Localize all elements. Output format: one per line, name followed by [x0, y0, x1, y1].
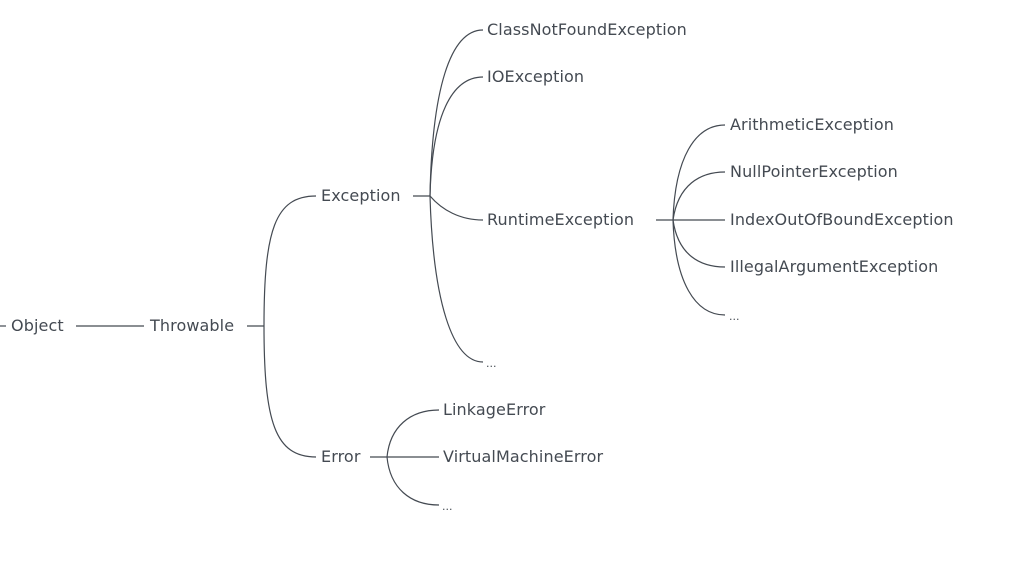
connector-throwable-exception	[263, 195, 317, 327]
node-exception-ellipsis: ...	[486, 357, 497, 370]
connector-exception-runtime	[429, 195, 484, 221]
connector-runtime-ellipsis	[672, 219, 726, 316]
node-exception: Exception	[321, 186, 401, 205]
connector-error-ellipsis	[386, 456, 440, 506]
node-throwable: Throwable	[150, 316, 235, 335]
node-linkageerror: LinkageError	[443, 400, 546, 419]
node-illegalargumentexception: IllegalArgumentException	[730, 257, 939, 276]
node-error-ellipsis: ...	[442, 500, 453, 513]
connector-exception-ellipsis	[429, 195, 484, 363]
connector-exception-ioexception	[429, 76, 484, 197]
connector-throwable-error	[263, 325, 317, 458]
node-runtime-ellipsis: ...	[729, 310, 740, 323]
node-object: Object	[11, 316, 64, 335]
node-classnotfoundexception: ClassNotFoundException	[487, 20, 687, 39]
connector-runtime-nullpointer	[672, 171, 726, 221]
connector-runtime-illegalargument	[672, 219, 726, 268]
connector-error-linkage	[386, 409, 440, 458]
connector-runtime-arithmetic	[672, 124, 726, 221]
node-arithmeticexception: ArithmeticException	[730, 115, 894, 134]
node-nullpointerexception: NullPointerException	[730, 162, 898, 181]
node-indexoutofboundexception: IndexOutOfBoundException	[730, 210, 954, 229]
node-virtualmachineerror: VirtualMachineError	[443, 447, 604, 466]
node-ioexception: IOException	[487, 67, 585, 86]
node-error: Error	[321, 447, 361, 466]
node-runtimeexception: RuntimeException	[487, 210, 635, 229]
connector-exception-classnotfound	[429, 29, 484, 197]
